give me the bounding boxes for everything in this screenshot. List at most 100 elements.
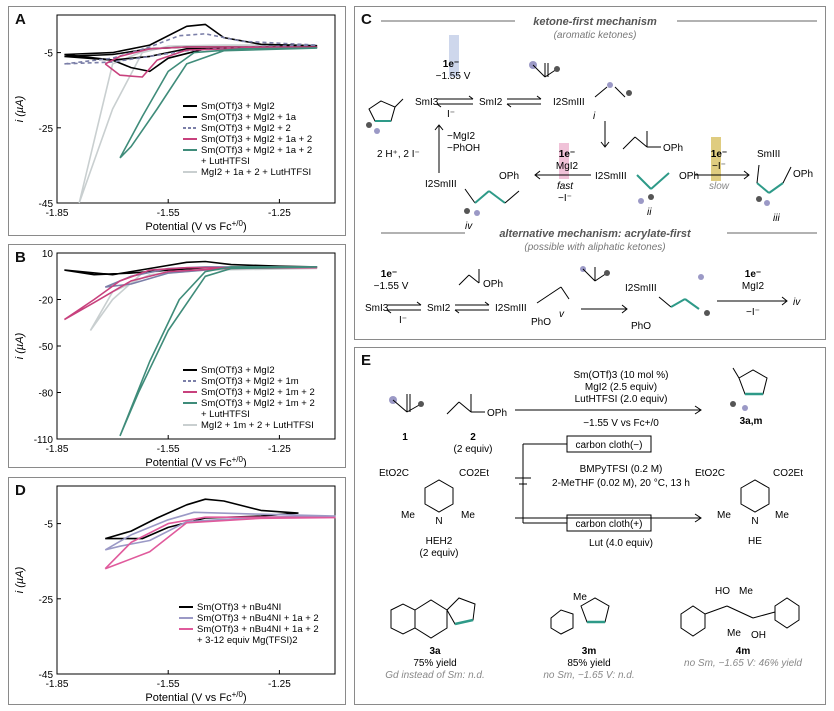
subtitle-aromatic: (aromatic ketones) (554, 30, 637, 41)
oph-ii: OPh (679, 171, 699, 182)
fast-mg: MgI2 (556, 161, 579, 172)
n-heh2: N (435, 516, 442, 527)
solvent: 2-MeTHF (0.02 M), 20 °C, 13 h (552, 478, 690, 489)
y-tick-label: -20 (39, 296, 54, 307)
cv-chart-b: 10-20-50-80-110-1.85-1.55-1.25Potential … (14, 249, 336, 467)
x-axis-label: Potential (V vs Fc+/0) (145, 455, 246, 467)
oh-4m: OH (751, 630, 766, 641)
pho-bottom: PhO (631, 321, 651, 332)
plot-frame (56, 485, 336, 675)
cv-series (64, 33, 318, 65)
p2-label: 3m (582, 646, 597, 657)
i2sm-ii: I2SmIII (595, 171, 627, 182)
lactone-icon (366, 98, 404, 134)
y-tick-label: -25 (39, 124, 54, 135)
y-tick-label: -5 (44, 49, 53, 60)
smi2: SmI2 (479, 97, 503, 108)
cond-2: MgI2 (2.5 equiv) (585, 382, 657, 393)
y-tick-label: -5 (44, 520, 53, 531)
me-heh2-right: Me (461, 510, 475, 521)
label-ii: ii (647, 207, 652, 218)
i1: I⁻ (447, 109, 455, 120)
x-tick-label: -1.55 (157, 679, 180, 690)
ho-4m: HO (715, 586, 730, 597)
p2-yield: 85% yield (567, 658, 610, 669)
x-tick-label: -1.25 (268, 444, 291, 455)
product-4m-structure (680, 597, 800, 637)
p1-yield: 75% yield (413, 658, 456, 669)
fast-i: −I⁻ (558, 193, 572, 204)
smi3: SmI3 (415, 97, 439, 108)
legend-label: Sm(OTf)3 + MgI2 + 1m (201, 376, 299, 387)
panel-e-letter: E (361, 352, 372, 369)
p1-label: 3a (429, 646, 441, 657)
panel-a-letter: A (15, 11, 26, 28)
label-1: 1 (402, 432, 408, 443)
panel-c: C ketone-first mechanism (aromatic keton… (354, 6, 826, 340)
v1-b: −1.55 V (374, 281, 409, 292)
v1: −1.55 V (436, 71, 471, 82)
legend-label-cont: + 3-12 equiv Mg(TFSI)2 (197, 635, 298, 646)
y-tick-label: -45 (39, 199, 54, 210)
label-i: i (593, 111, 596, 122)
x-tick-label: -1.55 (157, 208, 180, 219)
y-tick-label: -80 (39, 389, 54, 400)
bottom-mg: MgI2 (742, 281, 765, 292)
he-label: HE (748, 536, 762, 547)
bottom-i: −I⁻ (746, 307, 760, 318)
me-4m-a: Me (739, 586, 753, 597)
slow-i: −I⁻ (712, 161, 726, 172)
heh2-equiv: (2 equiv) (420, 548, 459, 559)
fast-label: fast (557, 181, 574, 192)
i2sm-bottom2: I2SmIII (625, 283, 657, 294)
oph-bottom: OPh (483, 279, 503, 290)
x-tick-label: -1.25 (268, 679, 291, 690)
p1-note: Gd instead of Sm: n.d. (385, 670, 485, 681)
i2sm-v: I2SmIII (495, 303, 527, 314)
me-3m: Me (573, 592, 587, 603)
legend-label: Sm(OTf)3 + nBu4NI (197, 602, 281, 613)
i1-b: I⁻ (399, 315, 407, 326)
y-axis-label: i (µA) (14, 332, 26, 359)
bottom-e: 1e⁻ (745, 269, 761, 280)
x-tick-label: -1.85 (46, 444, 69, 455)
heh2-label: HEH2 (426, 536, 453, 547)
acrylate-icon: OPh (622, 131, 683, 154)
y-axis-label: i (µA) (14, 566, 26, 593)
plot-frame (56, 14, 336, 204)
legend-label-cont: + LutHTFSI (201, 409, 250, 420)
p3-label: 4m (736, 646, 751, 657)
panel-b-letter: B (15, 249, 26, 266)
slow-e: 1e⁻ (711, 149, 727, 160)
co2et-he: CO2Et (773, 468, 803, 479)
label-2: 2 (470, 432, 476, 443)
oph-acrylate: OPh (663, 143, 683, 154)
minus-phoh: −PhOH (447, 143, 480, 154)
carbon-cloth-pos: carbon cloth(+) (576, 519, 643, 530)
label-iii: iii (773, 213, 780, 224)
product-3m-structure (550, 597, 610, 635)
y-tick-label: -45 (39, 670, 54, 681)
legend-label: Sm(OTf)3 + MgI2 (201, 365, 275, 376)
cond-3: LutHTFSI (2.0 equiv) (575, 394, 668, 405)
ketone-icon (529, 61, 560, 78)
y-axis-label: i (µA) (14, 95, 26, 122)
panel-e: E 1 OPh 2 (2 equiv) Sm(OTf)3 (10 mol %) … (354, 347, 826, 705)
i2sm-i: I2SmIII (553, 97, 585, 108)
title-ketone-first: ketone-first mechanism (533, 16, 657, 28)
legend-label: Sm(OTf)3 + MgI2 (201, 101, 275, 112)
cv-series (119, 266, 318, 437)
cv-series (119, 47, 318, 159)
panel-d-letter: D (15, 482, 26, 499)
title-acrylate-first: alternative mechanism: acrylate-first (499, 228, 692, 240)
e1-b: 1e⁻ (381, 269, 397, 280)
cv-series (104, 498, 299, 540)
legend-label: Sm(OTf)3 + nBu4NI + 1a + 2 (197, 624, 319, 635)
label-iv: iv (465, 221, 473, 232)
me-he-left: Me (717, 510, 731, 521)
electrolyte: BMPyTFSI (0.2 M) (580, 464, 663, 475)
i2sm-iv: I2SmIII (425, 179, 457, 190)
